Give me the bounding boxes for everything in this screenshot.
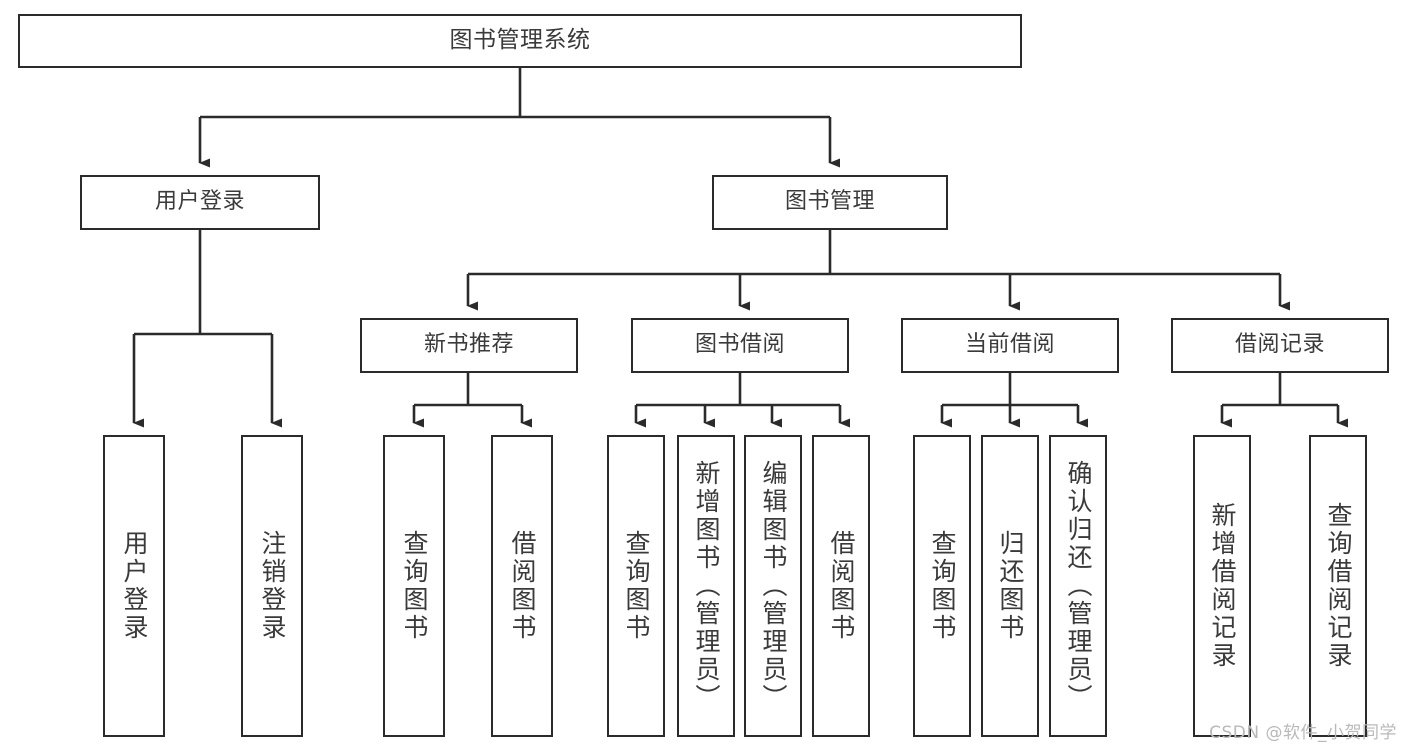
leaf-borrow-book-recommend[interactable]: 借阅图书: [491, 435, 553, 737]
node-label: 确认归还（管理员）: [1064, 460, 1093, 712]
node-label: 借阅图书: [508, 530, 537, 642]
leaf-query-book-borrow[interactable]: 查询图书: [607, 435, 665, 737]
node-current-borrow[interactable]: 当前借阅: [901, 318, 1119, 373]
node-label: 新增图书（管理员）: [692, 460, 721, 712]
node-book-management[interactable]: 图书管理: [712, 175, 948, 230]
node-new-book-recommend[interactable]: 新书推荐: [360, 318, 578, 373]
node-user-login[interactable]: 用户登录: [80, 175, 320, 230]
node-label: 图书借阅: [694, 332, 785, 358]
node-label: 查询图书: [400, 530, 429, 642]
node-label: 当前借阅: [964, 332, 1055, 358]
node-label: 编辑图书（管理员）: [759, 460, 788, 712]
leaf-add-book-admin[interactable]: 新增图书（管理员）: [677, 435, 735, 737]
node-label: 查询借阅记录: [1324, 502, 1353, 670]
node-label: 归还图书: [996, 530, 1025, 642]
csdn-watermark: CSDN @软件_小贺同学: [1209, 723, 1397, 743]
node-root-book-management-system[interactable]: 图书管理系统: [18, 14, 1022, 68]
leaf-user-login[interactable]: 用户登录: [103, 435, 165, 737]
node-label: 图书管理系统: [449, 27, 591, 54]
node-label: 新书推荐: [423, 332, 514, 358]
node-label: 借阅图书: [827, 530, 856, 642]
node-label: 借阅记录: [1234, 332, 1325, 358]
node-label: 注销登录: [258, 530, 287, 642]
leaf-confirm-return-admin[interactable]: 确认归还（管理员）: [1049, 435, 1107, 737]
node-label: 查询图书: [622, 530, 651, 642]
node-label: 图书管理: [784, 189, 875, 215]
leaf-user-logout[interactable]: 注销登录: [241, 435, 303, 737]
node-label: 用户登录: [154, 189, 245, 215]
node-book-borrow[interactable]: 图书借阅: [631, 318, 849, 373]
leaf-query-borrow-record[interactable]: 查询借阅记录: [1309, 435, 1367, 737]
leaf-query-book-current[interactable]: 查询图书: [913, 435, 971, 737]
leaf-return-book[interactable]: 归还图书: [981, 435, 1039, 737]
node-label: 查询图书: [928, 530, 957, 642]
leaf-borrow-book[interactable]: 借阅图书: [812, 435, 870, 737]
leaf-query-book-recommend[interactable]: 查询图书: [383, 435, 445, 737]
node-label: 用户登录: [120, 530, 149, 642]
node-label: 新增借阅记录: [1208, 502, 1237, 670]
leaf-add-borrow-record[interactable]: 新增借阅记录: [1193, 435, 1251, 737]
leaf-edit-book-admin[interactable]: 编辑图书（管理员）: [744, 435, 802, 737]
node-borrow-record[interactable]: 借阅记录: [1171, 318, 1389, 373]
